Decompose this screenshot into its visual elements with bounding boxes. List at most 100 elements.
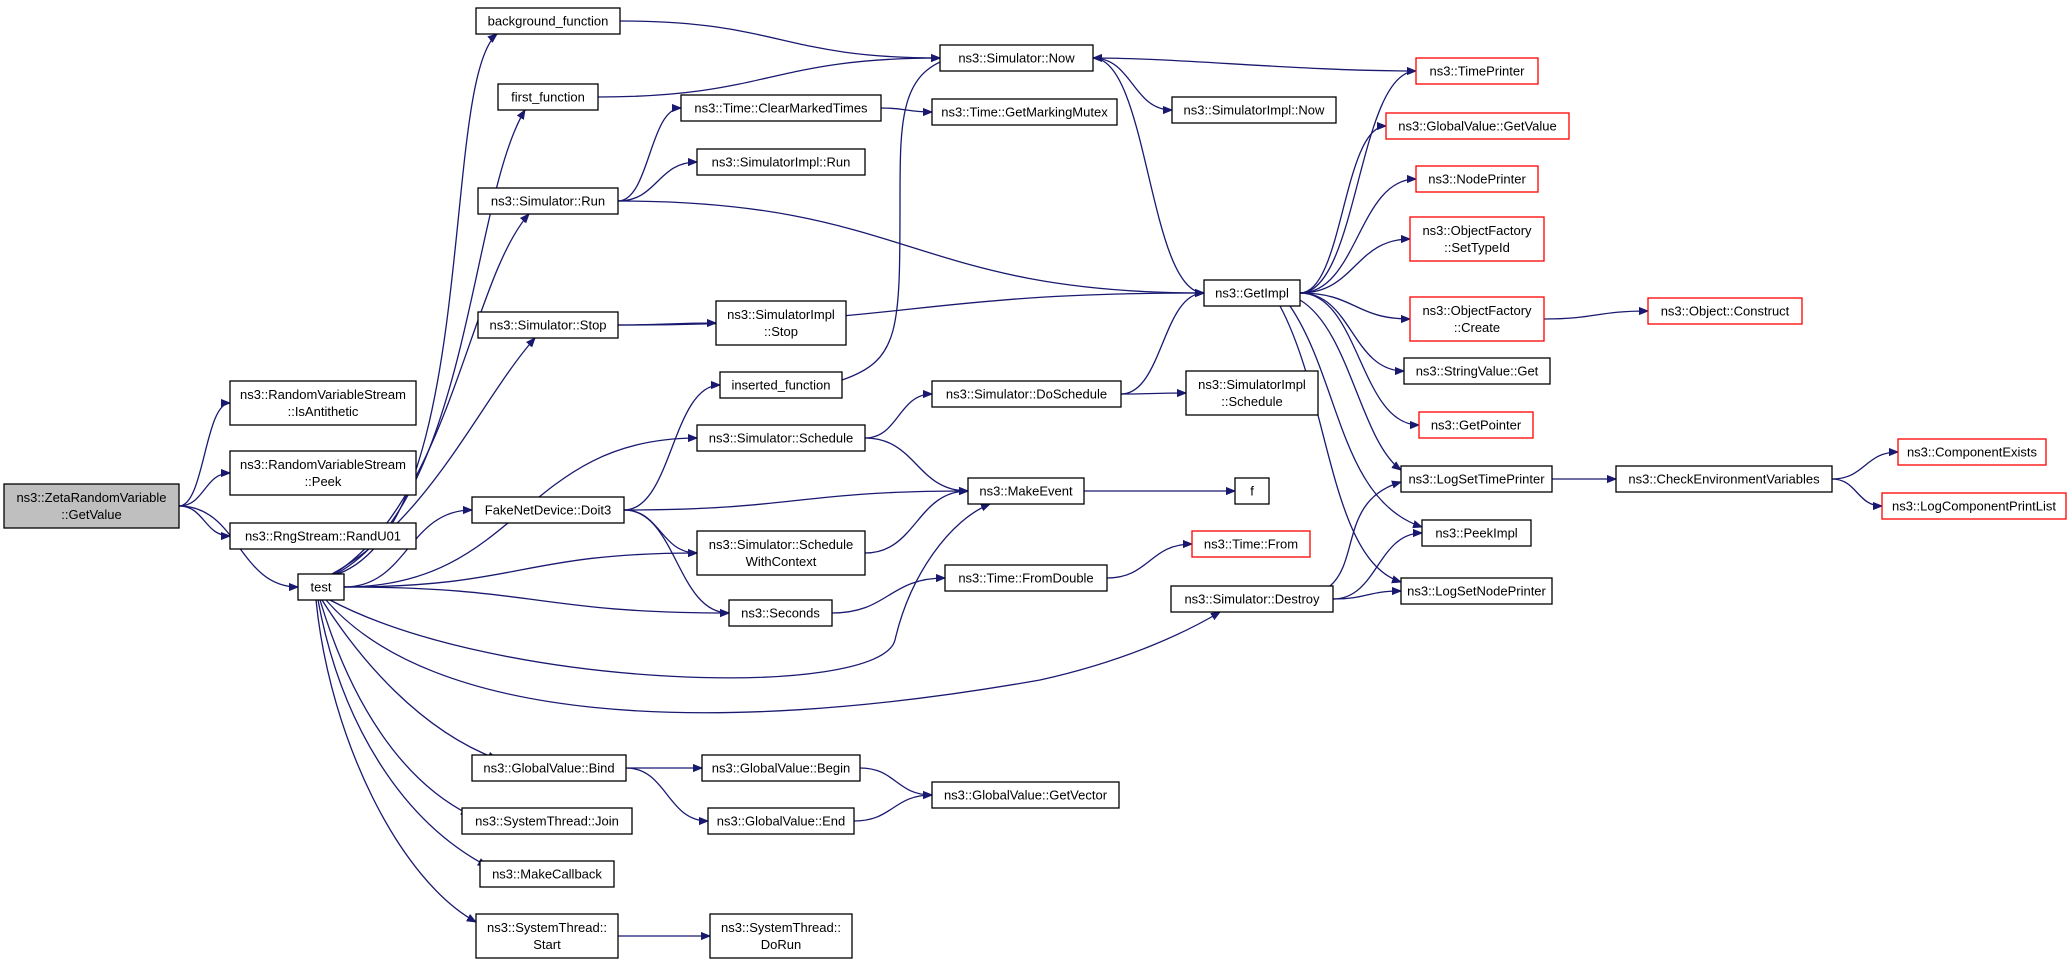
node-box[interactable] [696, 148, 866, 176]
node-box[interactable] [1170, 585, 1334, 613]
node-peekrvs[interactable]: ns3::RandomVariableStream::Peek [229, 450, 417, 496]
node-test[interactable]: test [297, 573, 345, 601]
node-simimplstop[interactable]: ns3::SimulatorImpl::Stop [715, 300, 847, 346]
node-simimplnow[interactable]: ns3::SimulatorImpl::Now [1171, 96, 1337, 124]
node-box[interactable] [709, 913, 853, 959]
node-box[interactable] [1191, 530, 1311, 558]
node-box[interactable] [715, 300, 847, 346]
node-logsettp[interactable]: ns3::LogSetTimePrinter [1400, 465, 1553, 493]
node-simstop[interactable]: ns3::Simulator::Stop [477, 311, 619, 339]
node-box[interactable] [701, 754, 861, 782]
node-box[interactable] [297, 573, 345, 601]
node-box[interactable] [696, 424, 866, 452]
node-box[interactable] [475, 913, 619, 959]
node-logcompprint[interactable]: ns3::LogComponentPrintList [1881, 492, 2067, 520]
node-peekimpl[interactable]: ns3::PeekImpl [1421, 519, 1532, 547]
node-box[interactable] [1415, 57, 1539, 85]
node-ststart[interactable]: ns3::SystemThread::Start [475, 913, 619, 959]
node-doit3[interactable]: FakeNetDevice::Doit3 [471, 496, 625, 524]
node-simdestroy[interactable]: ns3::Simulator::Destroy [1170, 585, 1334, 613]
node-box[interactable] [931, 98, 1118, 126]
node-box[interactable] [719, 371, 843, 399]
node-stjoin[interactable]: ns3::SystemThread::Join [461, 807, 633, 835]
node-box[interactable] [3, 483, 180, 529]
node-box[interactable] [1415, 165, 1539, 193]
node-timeprinter[interactable]: ns3::TimePrinter [1415, 57, 1539, 85]
node-box[interactable] [931, 380, 1122, 408]
node-box[interactable] [967, 477, 1085, 505]
node-makecb[interactable]: ns3::MakeCallback [479, 860, 615, 888]
node-box[interactable] [1409, 216, 1545, 262]
node-f[interactable]: f [1234, 477, 1270, 505]
node-box[interactable] [475, 7, 621, 35]
node-simrun[interactable]: ns3::Simulator::Run [477, 187, 619, 215]
node-simimplrun[interactable]: ns3::SimulatorImpl::Run [696, 148, 866, 176]
node-box[interactable] [1615, 465, 1833, 493]
node-ofsettypeid[interactable]: ns3::ObjectFactory::SetTypeId [1409, 216, 1545, 262]
node-box[interactable] [707, 807, 855, 835]
node-isanti[interactable]: ns3::RandomVariableStream::IsAntithetic [229, 380, 417, 426]
node-objconstruct[interactable]: ns3::Object::Construct [1647, 297, 1803, 325]
node-getpointer[interactable]: ns3::GetPointer [1418, 411, 1534, 439]
node-insfn[interactable]: inserted_function [719, 371, 843, 399]
node-box[interactable] [728, 599, 833, 627]
node-box[interactable] [939, 44, 1094, 72]
node-box[interactable] [1234, 477, 1270, 505]
node-box[interactable] [1385, 112, 1570, 140]
node-box[interactable] [477, 187, 619, 215]
node-box[interactable] [1185, 370, 1319, 416]
node-timefrom[interactable]: ns3::Time::From [1191, 530, 1311, 558]
node-gvbind[interactable]: ns3::GlobalValue::Bind [471, 754, 627, 782]
node-dosched[interactable]: ns3::Simulator::DoSchedule [931, 380, 1122, 408]
node-getmm[interactable]: ns3::Time::GetMarkingMutex [931, 98, 1118, 126]
node-box[interactable] [479, 860, 615, 888]
node-box[interactable] [471, 496, 625, 524]
node-box[interactable] [1897, 438, 2047, 466]
node-box[interactable] [1881, 492, 2067, 520]
node-box[interactable] [1171, 96, 1337, 124]
node-firstfn[interactable]: first_function [497, 83, 599, 111]
node-box[interactable] [1421, 519, 1532, 547]
node-box[interactable] [944, 564, 1108, 592]
node-clearmt[interactable]: ns3::Time::ClearMarkedTimes [680, 94, 882, 122]
node-box[interactable] [1647, 297, 1803, 325]
node-checkenv[interactable]: ns3::CheckEnvironmentVariables [1615, 465, 1833, 493]
node-compexists[interactable]: ns3::ComponentExists [1897, 438, 2047, 466]
node-root[interactable]: ns3::ZetaRandomVariable::GetValue [3, 483, 180, 529]
node-simnow[interactable]: ns3::Simulator::Now [939, 44, 1094, 72]
node-box[interactable] [1400, 465, 1553, 493]
node-box[interactable] [1403, 357, 1551, 385]
node-box[interactable] [680, 94, 882, 122]
node-strvalget[interactable]: ns3::StringValue::Get [1403, 357, 1551, 385]
node-gvgetvalue[interactable]: ns3::GlobalValue::GetValue [1385, 112, 1570, 140]
node-gvbegin[interactable]: ns3::GlobalValue::Begin [701, 754, 861, 782]
node-nodeprinter[interactable]: ns3::NodePrinter [1415, 165, 1539, 193]
node-box[interactable] [1418, 411, 1534, 439]
node-bgfn[interactable]: background_function [475, 7, 621, 35]
node-gvgetvector[interactable]: ns3::GlobalValue::GetVector [931, 781, 1120, 809]
node-simsched[interactable]: ns3::Simulator::Schedule [696, 424, 866, 452]
node-box[interactable] [1203, 279, 1301, 307]
node-box[interactable] [471, 754, 627, 782]
node-box[interactable] [497, 83, 599, 111]
node-box[interactable] [461, 807, 633, 835]
node-box[interactable] [229, 380, 417, 426]
node-randu01[interactable]: ns3::RngStream::RandU01 [229, 522, 417, 550]
node-box[interactable] [229, 450, 417, 496]
node-seconds[interactable]: ns3::Seconds [728, 599, 833, 627]
node-stdorun[interactable]: ns3::SystemThread::DoRun [709, 913, 853, 959]
node-box[interactable] [229, 522, 417, 550]
node-gvend[interactable]: ns3::GlobalValue::End [707, 807, 855, 835]
node-box[interactable] [931, 781, 1120, 809]
node-ofcreate[interactable]: ns3::ObjectFactory::Create [1409, 296, 1545, 342]
node-box[interactable] [1409, 296, 1545, 342]
node-getimpl[interactable]: ns3::GetImpl [1203, 279, 1301, 307]
node-makeevent[interactable]: ns3::MakeEvent [967, 477, 1085, 505]
node-logsetnp[interactable]: ns3::LogSetNodePrinter [1400, 577, 1553, 605]
node-simimplsched[interactable]: ns3::SimulatorImpl::Schedule [1185, 370, 1319, 416]
node-box[interactable] [477, 311, 619, 339]
node-box[interactable] [696, 530, 866, 576]
node-box[interactable] [1400, 577, 1553, 605]
node-fromdouble[interactable]: ns3::Time::FromDouble [944, 564, 1108, 592]
